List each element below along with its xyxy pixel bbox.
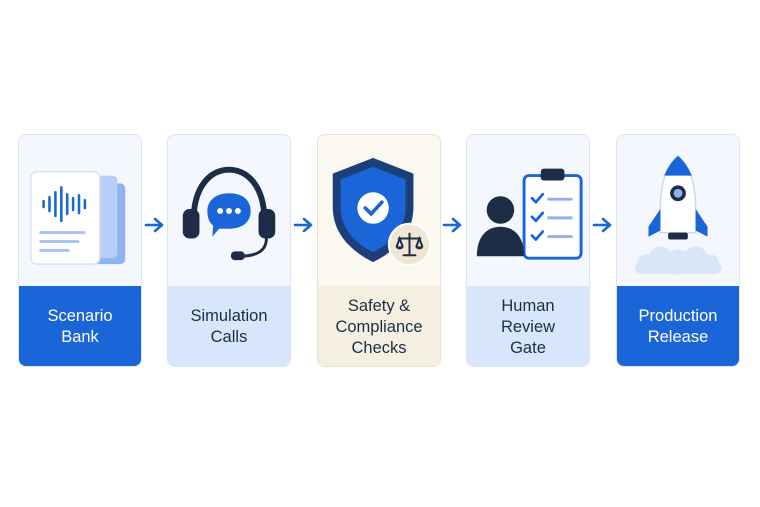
- step-label: Safety & Compliance Checks: [318, 286, 440, 366]
- arrow-right-icon: [144, 217, 164, 233]
- headset-chat-icon: [182, 166, 276, 261]
- step-label: Human Review Gate: [467, 286, 589, 366]
- arrow-right-icon: [592, 217, 612, 233]
- arrow-right-icon: [442, 217, 462, 233]
- rocket-icon: [634, 154, 722, 275]
- step-simulation-calls: Simulation Calls: [167, 134, 291, 367]
- step-label: Simulation Calls: [168, 286, 290, 366]
- step-safety-compliance: Safety & Compliance Checks: [317, 134, 441, 367]
- shield-check-scales-icon: [332, 157, 432, 267]
- step-label: Scenario Bank: [19, 286, 141, 366]
- arrow-right-icon: [293, 217, 313, 233]
- step-human-review: Human Review Gate: [466, 134, 590, 367]
- person-checklist-icon: [476, 168, 583, 260]
- step-production-release: Production Release: [616, 134, 740, 367]
- step-label: Production Release: [617, 286, 739, 366]
- audio-document-stack-icon: [30, 170, 126, 265]
- step-scenario-bank: Scenario Bank: [18, 134, 142, 367]
